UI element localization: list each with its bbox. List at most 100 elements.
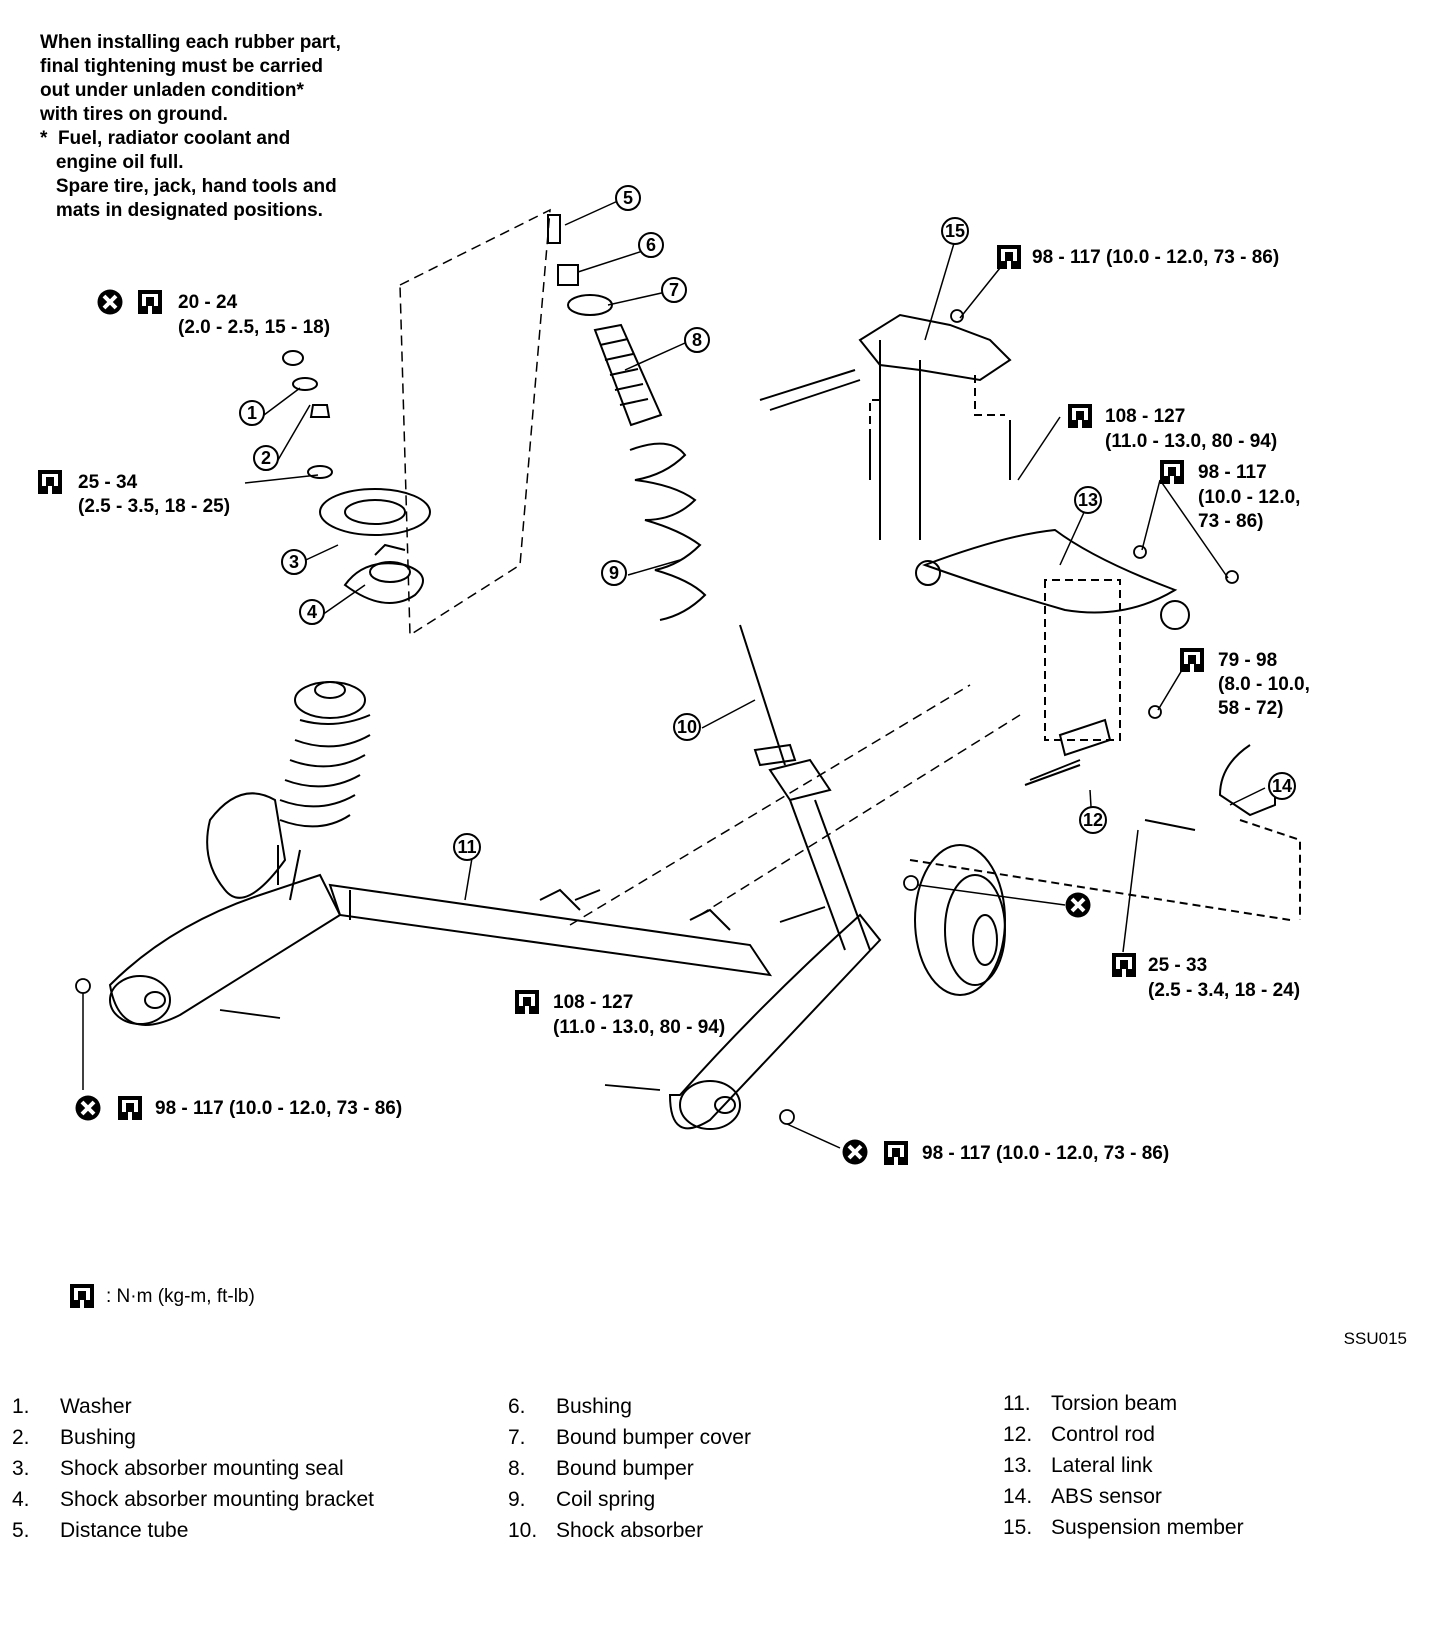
note-line: When installing each rubber part,	[40, 32, 341, 53]
torque-lateral: 98 - 117 (10.0 - 12.0, 73 - 86)	[1160, 460, 1300, 532]
part-name: Coil spring	[556, 1488, 656, 1511]
torque-wrench-icon	[38, 470, 62, 494]
svg-text:7: 7	[669, 280, 679, 300]
control-rod	[1024, 718, 1112, 786]
part-number: 1.	[12, 1395, 30, 1418]
svg-text:58 - 72): 58 - 72)	[1218, 698, 1283, 719]
part-item: 12.Control rod	[1003, 1423, 1244, 1454]
torque-wrench-icon	[1068, 404, 1092, 428]
svg-text:(11.0 - 13.0, 80 - 94): (11.0 - 13.0, 80 - 94)	[553, 1017, 725, 1038]
svg-text:15: 15	[945, 221, 965, 241]
svg-text:11: 11	[457, 837, 476, 857]
part-name: Distance tube	[60, 1519, 189, 1542]
svg-text:98 - 117 (10.0 - 12.0, 73 - 86: 98 - 117 (10.0 - 12.0, 73 - 86)	[922, 1143, 1169, 1164]
part-number: 7.	[508, 1426, 526, 1449]
part-name: ABS sensor	[1051, 1485, 1162, 1508]
part-name: Bound bumper	[556, 1457, 694, 1480]
rear-hub	[914, 844, 1006, 996]
replace-icon	[840, 1137, 870, 1167]
svg-text:108 - 127: 108 - 127	[553, 992, 633, 1013]
part-item: 6. Bushing	[508, 1395, 751, 1426]
torque-wrench-icon	[70, 1284, 94, 1308]
callout-4: 4	[299, 599, 325, 625]
svg-text:(2.5 - 3.5, 18 - 25): (2.5 - 3.5, 18 - 25)	[78, 496, 230, 517]
svg-text:(2.5 - 3.4, 18 - 24): (2.5 - 3.4, 18 - 24)	[1148, 980, 1300, 1001]
part-item: 2. Bushing	[12, 1426, 374, 1457]
part-name: Washer	[60, 1395, 132, 1418]
svg-text:25 - 34: 25 - 34	[78, 472, 138, 493]
part-name: Bushing	[556, 1395, 632, 1418]
part-name: Suspension member	[1051, 1516, 1244, 1539]
part-number: 2.	[12, 1426, 30, 1449]
left-strut	[206, 681, 371, 901]
part-name: Shock absorber mounting bracket	[60, 1488, 375, 1511]
svg-text:1: 1	[247, 403, 257, 423]
svg-text:10: 10	[677, 717, 697, 737]
part-item: 5. Distance tube	[12, 1519, 374, 1550]
part-item: 15. Suspension member	[1003, 1516, 1244, 1547]
unit-legend: : N·m (kg-m, ft-lb)	[70, 1284, 255, 1308]
bolts	[219, 379, 1081, 1091]
svg-text:8: 8	[692, 330, 702, 350]
svg-text:25 - 33: 25 - 33	[1148, 955, 1207, 976]
callout-2: 2	[253, 445, 279, 471]
callout-9: 9	[601, 560, 627, 586]
svg-text:98 - 117 (10.0 - 12.0, 73 - 86: 98 - 117 (10.0 - 12.0, 73 - 86)	[155, 1098, 402, 1119]
suspension-member	[759, 313, 1012, 540]
torque-top-left: 20 - 24 (2.0 - 2.5, 15 - 18)	[95, 287, 330, 338]
svg-text:2: 2	[261, 448, 271, 468]
part-item: 11. Torsion beam	[1003, 1392, 1244, 1423]
part-item: 1. Washer	[12, 1395, 374, 1426]
note-line: * Fuel, radiator coolant and	[40, 128, 290, 149]
svg-text:(10.0 - 12.0,: (10.0 - 12.0,	[1198, 487, 1300, 508]
torque-control-rod: 79 - 98 (8.0 - 10.0, 58 - 72)	[1180, 648, 1310, 719]
part-name: Torsion beam	[1051, 1392, 1178, 1415]
part-number: 15.	[1003, 1516, 1033, 1539]
note-line: final tightening must be carried	[40, 56, 323, 77]
lateral-link	[915, 528, 1190, 741]
part-number: 4.	[12, 1488, 30, 1511]
note-line: with tires on ground.	[39, 104, 228, 125]
svg-text:4: 4	[307, 602, 317, 622]
svg-text:79 - 98: 79 - 98	[1218, 650, 1277, 671]
svg-text:6: 6	[646, 235, 656, 255]
center-shock	[547, 214, 871, 951]
torque-wrench-icon	[515, 990, 539, 1014]
parts-column-1: 1. Washer 2. Bushing 3. Shock absorber moun…	[12, 1395, 374, 1550]
part-number: 11.	[1003, 1392, 1031, 1415]
part-name: Lateral link	[1051, 1454, 1153, 1477]
part-name: Bushing	[60, 1426, 136, 1449]
svg-text:(2.0 - 2.5, 15 - 18): (2.0 - 2.5, 15 - 18)	[178, 317, 330, 338]
svg-text:12: 12	[1083, 810, 1103, 830]
part-number: 6.	[508, 1395, 526, 1418]
note-line: out under unladen condition*	[40, 80, 304, 101]
part-item: 8.Bound bumper	[508, 1457, 751, 1488]
leader-lines	[82, 199, 1266, 1149]
callout-10: 10	[673, 713, 701, 741]
svg-text:9: 9	[609, 563, 619, 583]
callout-3: 3	[281, 549, 307, 575]
callout-11: 11	[453, 833, 481, 861]
part-item: 4. Shock absorber mounting bracket	[12, 1488, 374, 1519]
callout-6: 6	[638, 232, 664, 258]
part-item: 13.Lateral link	[1003, 1454, 1244, 1485]
part-number: 3.	[12, 1457, 30, 1480]
figure-code: SSU015	[1344, 1329, 1407, 1348]
replace-icon	[1063, 890, 1093, 920]
callouts: 1 2 3 4 5 6 7 8 9 10 11 12 13 14 15	[239, 185, 1296, 861]
part-name: Shock absorber mounting seal	[60, 1457, 344, 1480]
callout-12: 12	[1079, 806, 1107, 834]
torque-wrench-icon	[1180, 648, 1204, 672]
svg-text:108 - 127: 108 - 127	[1105, 406, 1185, 427]
torque-wrench-icon	[884, 1141, 908, 1165]
svg-text:3: 3	[289, 552, 299, 572]
svg-text:98 - 117 (10.0 - 12.0, 73 - 86: 98 - 117 (10.0 - 12.0, 73 - 86)	[1032, 247, 1279, 268]
callout-14: 14	[1268, 772, 1296, 800]
torque-wrench-icon	[118, 1096, 142, 1120]
torque-bottom-left: 98 - 117 (10.0 - 12.0, 73 - 86)	[73, 1093, 402, 1123]
parts-column-3: 11. Torsion beam 12.Control rod 13.Latera…	[1003, 1392, 1244, 1547]
part-number: 5.	[12, 1519, 30, 1542]
torque-wrench-icon	[997, 245, 1021, 269]
torque-member-top: 98 - 117 (10.0 - 12.0, 73 - 86)	[997, 245, 1279, 269]
replace-icon	[95, 287, 125, 317]
